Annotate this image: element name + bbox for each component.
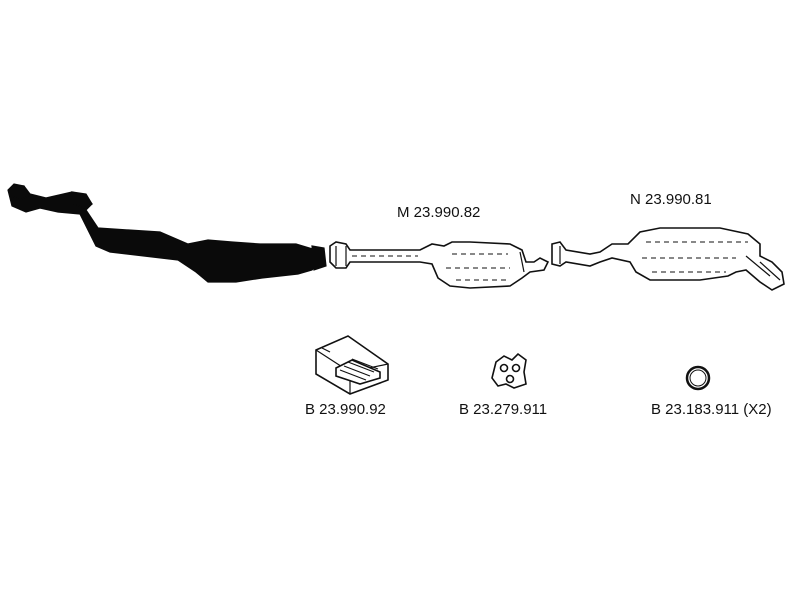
mounting-kit-box	[315, 335, 389, 395]
middle-silencer	[329, 241, 550, 289]
rear-silencer	[551, 227, 785, 291]
gasket-ring-label: B 23.183.911 (X2)	[651, 401, 772, 418]
middle-silencer-label: M 23.990.82	[397, 204, 481, 221]
rear-silencer-label: N 23.990.81	[630, 191, 712, 208]
mounting-kit-label: B 23.990.92	[305, 401, 386, 418]
gasket-ring	[685, 365, 711, 391]
front-pipe-catalyst	[7, 183, 327, 283]
rubber-mount	[491, 352, 527, 389]
rubber-mount-label: B 23.279.911	[459, 401, 548, 418]
